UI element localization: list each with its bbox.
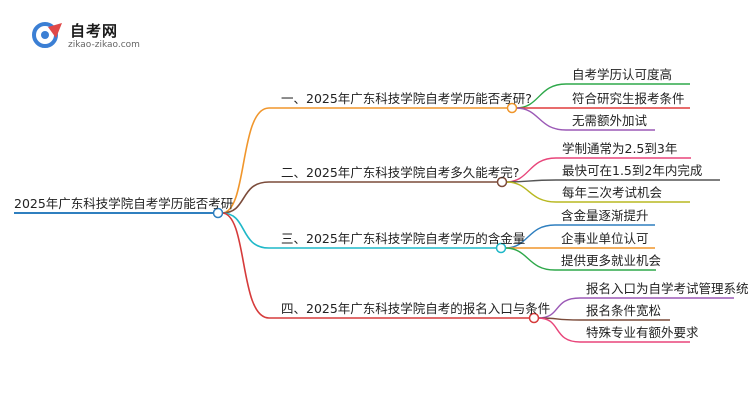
branch-connector [221, 212, 270, 249]
branch-topic: 四、2025年广东科技学院自考的报名入口与条件 [281, 301, 551, 316]
root-node-dot[interactable] [212, 207, 224, 219]
leaf-topic: 企事业单位认可 [561, 231, 649, 246]
branch-connector [221, 107, 270, 214]
logo-domain: zikao-zikao.com [68, 40, 140, 50]
leaf-topic: 每年三次考试机会 [562, 185, 663, 200]
branch-node-dot[interactable] [496, 176, 508, 188]
branch-topic: 一、2025年广东科技学院自考学历能否考研? [281, 91, 532, 106]
leaf-connector [505, 181, 557, 203]
root-topic: 2025年广东科技学院自考学历能否考研 [14, 196, 234, 211]
branch-node-dot[interactable] [528, 312, 540, 324]
branch-connector [221, 212, 270, 319]
leaf-topic: 最快可在1.5到2年内完成 [562, 163, 703, 178]
leaf-connector [515, 107, 567, 131]
branch-connector [221, 181, 270, 214]
leaf-topic: 学制通常为2.5到3年 [562, 141, 678, 156]
branch-node-dot[interactable] [506, 102, 518, 114]
branch-topic: 三、2025年广东科技学院自考学历的含金量 [281, 231, 526, 246]
leaf-topic: 特殊专业有额外要求 [586, 325, 699, 340]
logo-icon [32, 22, 64, 52]
leaf-connector [537, 317, 581, 343]
leaf-topic: 含金量逐渐提升 [561, 208, 649, 223]
branch-node-dot[interactable] [495, 242, 507, 254]
leaf-connector [504, 247, 556, 271]
branch-topic: 二、2025年广东科技学院自考多久能考完? [281, 165, 520, 180]
logo-name: 自考网 [70, 22, 119, 40]
leaf-topic: 符合研究生报考条件 [572, 91, 685, 106]
leaf-topic: 报名入口为自学考试管理系统 [586, 281, 749, 296]
leaf-topic: 报名条件宽松 [586, 303, 662, 318]
leaf-topic: 无需额外加试 [572, 113, 648, 128]
leaf-topic: 自考学历认可度高 [572, 67, 673, 82]
leaf-topic: 提供更多就业机会 [561, 253, 662, 268]
